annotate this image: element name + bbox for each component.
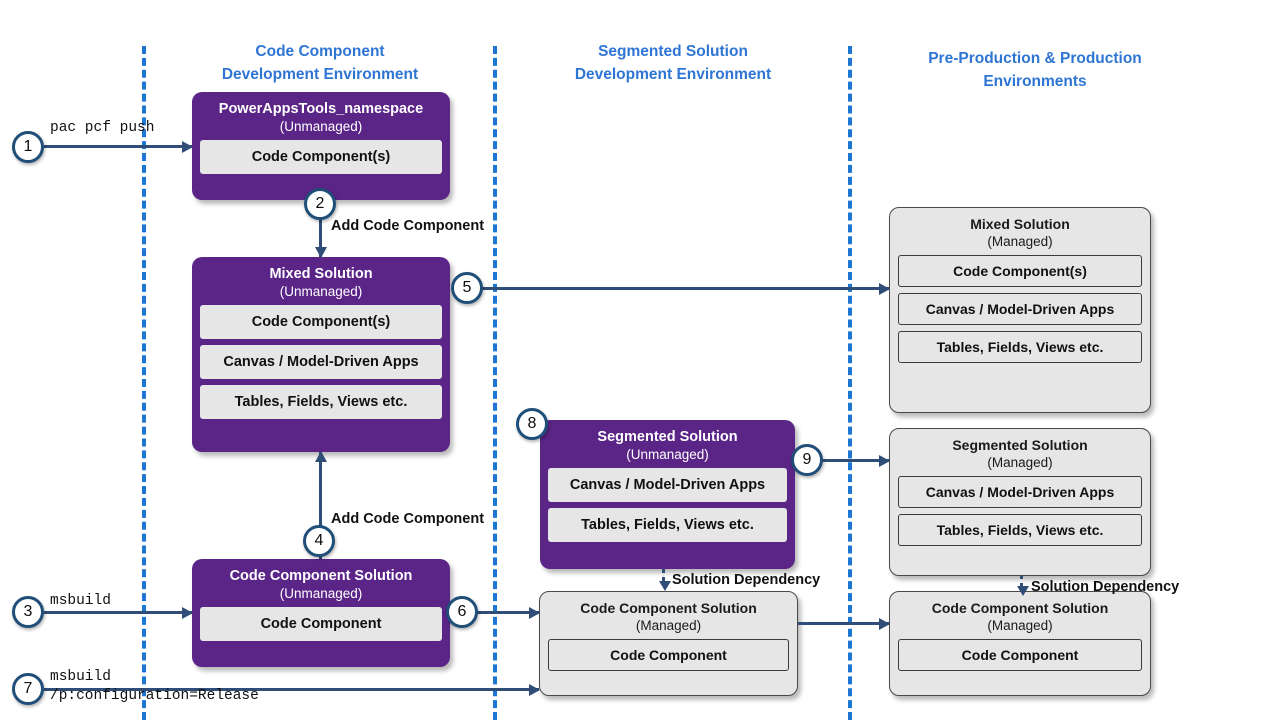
arrow-step-7 bbox=[44, 688, 539, 691]
box-title: Mixed Solution (Managed) bbox=[970, 216, 1070, 249]
box-code-component-solution-managed-right: Code Component Solution (Managed) Code C… bbox=[889, 591, 1151, 696]
step-circle-9[interactable]: 9 bbox=[791, 444, 823, 476]
step-circle-6[interactable]: 6 bbox=[446, 596, 478, 628]
box-title: Mixed Solution (Unmanaged) bbox=[269, 266, 373, 299]
arrow-step-1 bbox=[44, 145, 192, 148]
step-circle-1[interactable]: 1 bbox=[12, 131, 44, 163]
box-powerapps-tools-namespace: PowerAppsTools_namespace (Unmanaged) Cod… bbox=[192, 92, 450, 200]
box-mixed-solution-unmanaged: Mixed Solution (Unmanaged) Code Componen… bbox=[192, 257, 450, 452]
arrow-step-2 bbox=[319, 200, 322, 257]
step-circle-5[interactable]: 5 bbox=[451, 272, 483, 304]
box-title: PowerAppsTools_namespace (Unmanaged) bbox=[218, 101, 424, 134]
dependency-arrow-right bbox=[1017, 576, 1029, 596]
box-item: Canvas / Model-Driven Apps bbox=[200, 345, 442, 379]
box-mixed-solution-managed: Mixed Solution (Managed) Code Component(… bbox=[889, 207, 1151, 413]
lane-title-code-component-dev: Code Component Development Environment bbox=[221, 43, 419, 83]
arrow-step-4 bbox=[319, 452, 322, 559]
command-msbuild-release: msbuild /p:configuration=Release bbox=[50, 669, 259, 704]
lane-title-preprod-production: Pre-Production & Production Environments bbox=[928, 50, 1142, 90]
label-solution-dependency-mid: Solution Dependency bbox=[672, 572, 821, 588]
box-code-component-solution-managed-mid: Code Component Solution (Managed) Code C… bbox=[539, 591, 798, 696]
label-add-code-component-bottom: Add Code Component bbox=[331, 511, 485, 527]
box-title: Code Component Solution (Managed) bbox=[931, 600, 1109, 633]
box-segmented-solution-unmanaged: Segmented Solution (Unmanaged) Canvas / … bbox=[540, 420, 795, 569]
box-title: Code Component Solution (Unmanaged) bbox=[229, 568, 413, 601]
box-title: Segmented Solution (Managed) bbox=[952, 437, 1088, 470]
box-item: Tables, Fields, Views etc. bbox=[898, 514, 1142, 546]
arrow-step-5 bbox=[470, 287, 889, 290]
box-title: Segmented Solution (Unmanaged) bbox=[597, 429, 738, 462]
box-item: Canvas / Model-Driven Apps bbox=[548, 468, 787, 502]
label-add-code-component-top: Add Code Component bbox=[331, 218, 485, 234]
lane-divider-3 bbox=[848, 46, 852, 720]
box-item: Code Component(s) bbox=[200, 305, 442, 339]
arrow-step-6 bbox=[470, 611, 539, 614]
label-solution-dependency-right: Solution Dependency bbox=[1031, 579, 1180, 595]
arrow-step-9 bbox=[823, 459, 889, 462]
step-circle-4[interactable]: 4 bbox=[303, 525, 335, 557]
box-title: Code Component Solution (Managed) bbox=[580, 600, 757, 633]
box-item: Code Component bbox=[548, 639, 789, 671]
dependency-arrow-mid bbox=[659, 569, 671, 591]
command-pac-pcf-push: pac pcf push bbox=[50, 120, 155, 136]
box-item: Code Component bbox=[898, 639, 1142, 671]
lane-divider-2 bbox=[493, 46, 497, 720]
step-circle-3[interactable]: 3 bbox=[12, 596, 44, 628]
lane-divider-1 bbox=[142, 46, 146, 720]
box-item: Canvas / Model-Driven Apps bbox=[898, 293, 1142, 325]
box-item: Tables, Fields, Views etc. bbox=[200, 385, 442, 419]
box-item: Code Component(s) bbox=[200, 140, 442, 174]
box-item: Tables, Fields, Views etc. bbox=[898, 331, 1142, 363]
step-circle-8[interactable]: 8 bbox=[516, 408, 548, 440]
step-circle-2[interactable]: 2 bbox=[304, 188, 336, 220]
box-item: Tables, Fields, Views etc. bbox=[548, 508, 787, 542]
step-circle-7[interactable]: 7 bbox=[12, 673, 44, 705]
arrow-step-3 bbox=[44, 611, 192, 614]
box-segmented-solution-managed: Segmented Solution (Managed) Canvas / Mo… bbox=[889, 428, 1151, 576]
box-item: Code Component bbox=[200, 607, 442, 641]
box-item: Code Component(s) bbox=[898, 255, 1142, 287]
arrow-mid-to-right-code-component bbox=[798, 622, 889, 625]
box-code-component-solution-unmanaged: Code Component Solution (Unmanaged) Code… bbox=[192, 559, 450, 667]
command-msbuild: msbuild bbox=[50, 593, 111, 609]
lane-title-segmented-solution-dev: Segmented Solution Development Environme… bbox=[574, 43, 772, 83]
box-item: Canvas / Model-Driven Apps bbox=[898, 476, 1142, 508]
